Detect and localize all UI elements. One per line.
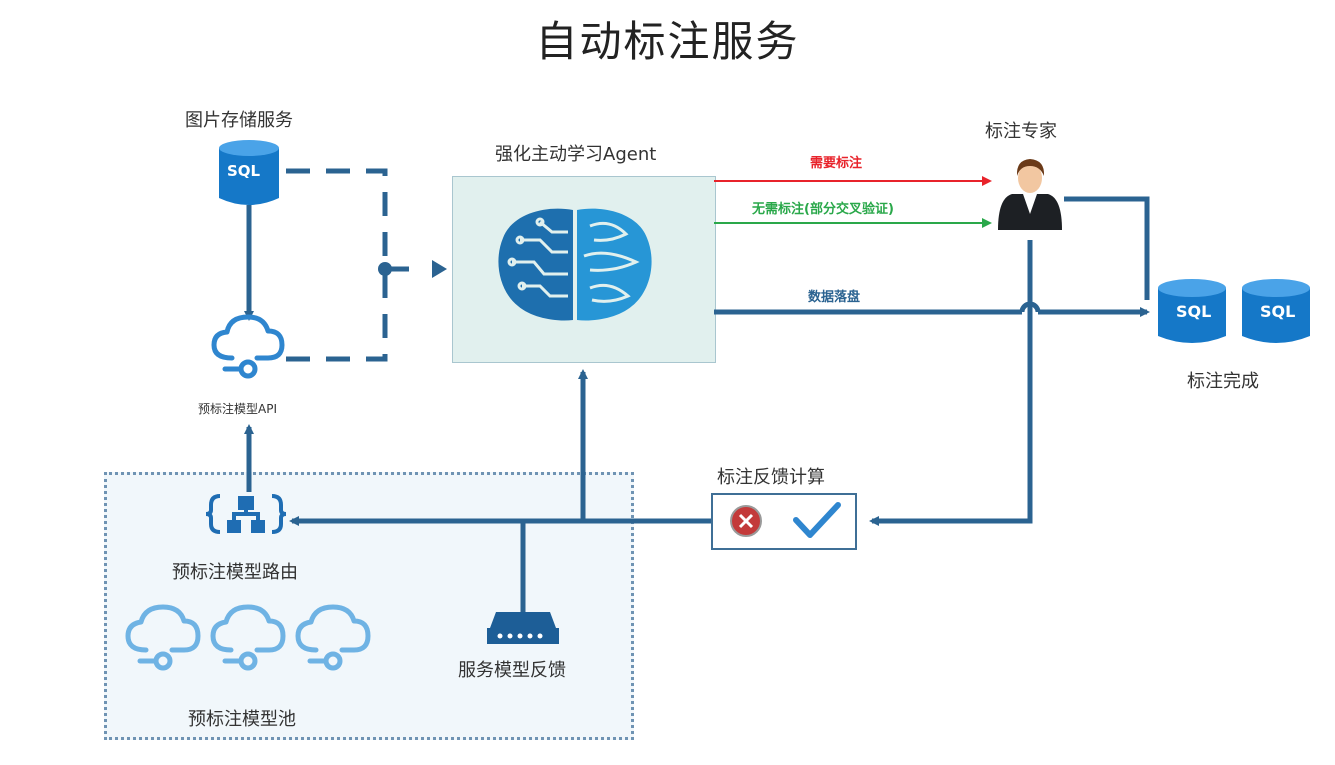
edge-expert-to-done	[1064, 196, 1150, 300]
database-icon	[219, 140, 279, 205]
image-storage-label: 图片存储服务	[185, 110, 293, 131]
done-database-icon-2	[1242, 279, 1310, 343]
done-database-icon-1	[1158, 279, 1226, 343]
pool-cloud-icon-1	[125, 604, 201, 671]
pool-cloud-icon-3	[295, 604, 371, 671]
router-label: 预标注模型路由	[172, 562, 298, 583]
feedback-calc-label: 标注反馈计算	[717, 467, 825, 488]
edge-data-persist-text: 数据落盘	[808, 290, 861, 305]
done-sql-text-2: SQL	[1260, 302, 1296, 321]
router-icon	[205, 494, 287, 534]
done-label: 标注完成	[1187, 371, 1259, 392]
check-icon	[793, 502, 841, 538]
dashed-arrowhead	[432, 260, 447, 278]
edge-need-label-text: 需要标注	[810, 156, 863, 171]
service-feedback-label: 服务模型反馈	[458, 660, 566, 681]
diagram-title: 自动标注服务	[535, 17, 800, 66]
error-icon	[730, 505, 762, 537]
brain-icon	[498, 208, 652, 321]
junction-dot	[378, 262, 392, 276]
pre-api-label: 预标注模型API	[198, 402, 277, 416]
agent-label: 强化主动学习Agent	[495, 144, 657, 165]
pool-label: 预标注模型池	[188, 709, 296, 730]
edge-no-need-label-text: 无需标注(部分交叉验证)	[752, 202, 894, 217]
expert-label: 标注专家	[985, 121, 1057, 142]
expert-avatar-icon	[998, 159, 1062, 230]
network-device-icon	[487, 612, 559, 644]
edge-expert-to-feedback	[869, 240, 1033, 526]
image-storage-sql-text: SQL	[227, 162, 261, 180]
cloud-api-icon	[211, 314, 285, 379]
model-pool-region	[104, 472, 634, 740]
done-sql-text-1: SQL	[1176, 302, 1212, 321]
pool-cloud-icon-2	[210, 604, 286, 671]
edge-dashed-to-agent	[286, 168, 420, 362]
